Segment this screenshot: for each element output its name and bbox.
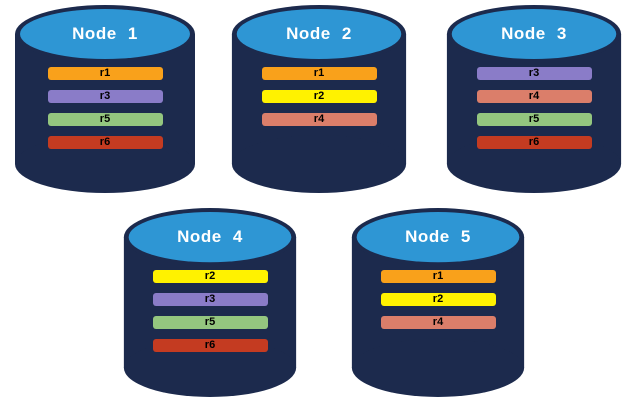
node-title: Node 1 — [72, 24, 138, 43]
replica-bar-r3: r3 — [476, 67, 592, 80]
node-1: Node 1 r1 r3 r5 r6 — [12, 4, 198, 196]
database-cylinder-icon — [231, 5, 407, 193]
node-title: Node 4 — [177, 227, 243, 246]
database-cylinder-icon — [15, 5, 195, 193]
replica-bar-r4: r4 — [380, 316, 496, 329]
replica-bar-r1: r1 — [380, 270, 496, 283]
node-title: Node 3 — [501, 24, 567, 43]
node-4: Node 4 r2 r3 r5 r6 — [121, 207, 299, 400]
replica-bar-r6: r6 — [152, 339, 268, 352]
replica-list: r1 r3 r5 r6 — [12, 67, 198, 159]
replica-bar-r5: r5 — [47, 113, 163, 126]
replica-bar-r5: r5 — [476, 113, 592, 126]
replica-bar-r6: r6 — [476, 136, 592, 149]
replica-list: r3 r4 r5 r6 — [444, 67, 624, 159]
replica-bar-r1: r1 — [261, 67, 377, 80]
replica-list: r2 r3 r5 r6 — [121, 270, 299, 362]
replica-bar-r6: r6 — [47, 136, 163, 149]
node-title: Node 2 — [286, 24, 352, 43]
node-title: Node 5 — [405, 227, 471, 246]
replica-bar-r3: r3 — [152, 293, 268, 306]
node-5: Node 5 r1 r2 r4 — [349, 207, 527, 400]
node-3: Node 3 r3 r4 r5 r6 — [444, 4, 624, 196]
node-2: Node 2 r1 r2 r4 — [229, 4, 409, 196]
replica-bar-r2: r2 — [152, 270, 268, 283]
replica-bar-r5: r5 — [152, 316, 268, 329]
replica-bar-r2: r2 — [380, 293, 496, 306]
replica-bar-r1: r1 — [47, 67, 163, 80]
replica-list: r1 r2 r4 — [349, 270, 527, 339]
replica-list: r1 r2 r4 — [229, 67, 409, 136]
replica-bar-r3: r3 — [47, 90, 163, 103]
replica-bar-r4: r4 — [261, 113, 377, 126]
replica-bar-r4: r4 — [476, 90, 592, 103]
replica-bar-r2: r2 — [261, 90, 377, 103]
